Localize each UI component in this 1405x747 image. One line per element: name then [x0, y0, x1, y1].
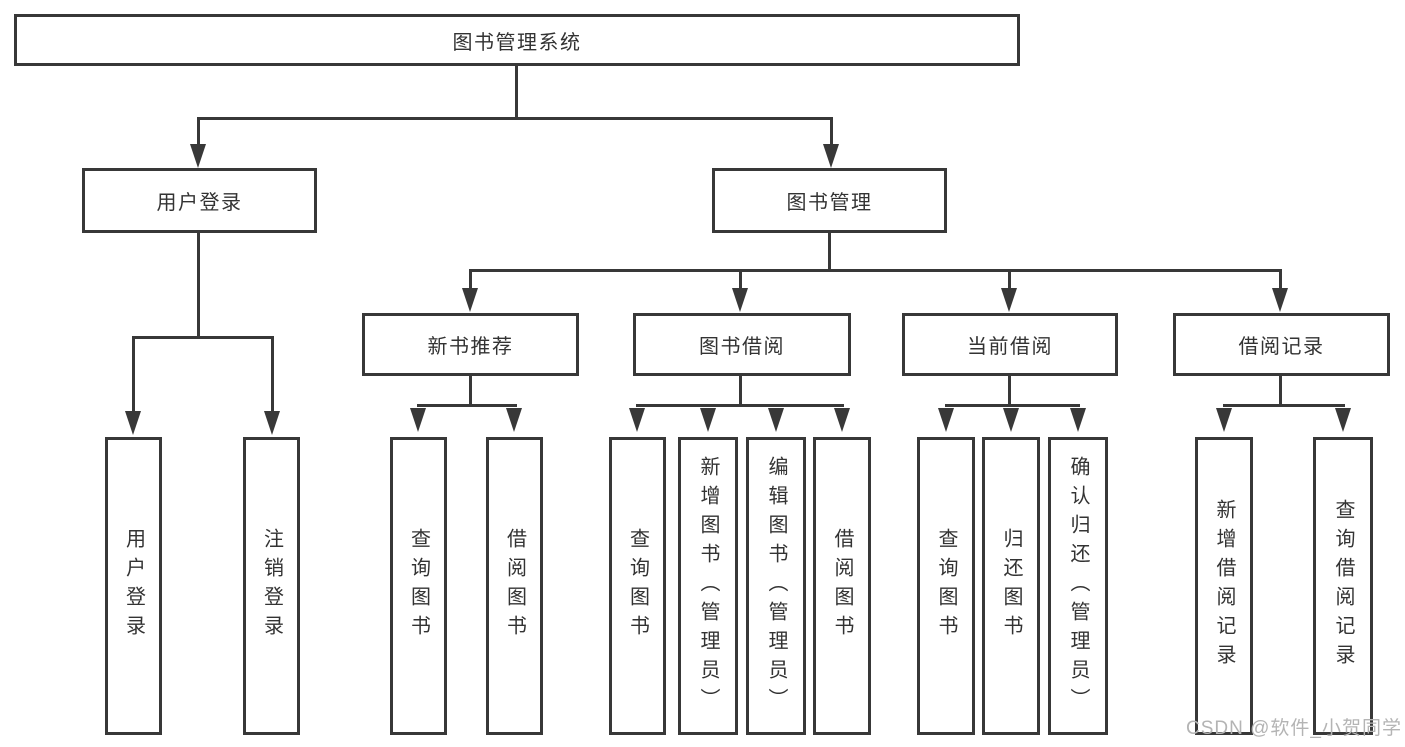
arrow-down-icon: [462, 288, 478, 312]
arrow-down-icon: [732, 288, 748, 312]
connector-stub: [132, 336, 135, 412]
connector-drop: [1008, 376, 1011, 406]
leaf-query-books-recommend: 查询图书: [390, 437, 447, 735]
connector-root-drop: [515, 66, 518, 120]
arrow-down-icon: [823, 144, 839, 168]
connector-stub: [1279, 269, 1282, 289]
node-label: 借阅图书: [503, 528, 526, 644]
node-label: 图书管理系统: [452, 31, 582, 54]
leaf-return-books: 归还图书: [982, 437, 1040, 735]
node-book-management: 图书管理: [712, 168, 947, 233]
arrow-down-icon: [1216, 408, 1232, 432]
node-borrowing-records: 借阅记录: [1173, 313, 1390, 376]
connector-stub: [271, 336, 274, 412]
node-label: 借阅记录: [1238, 336, 1325, 358]
connector-split: [1223, 404, 1345, 407]
connector-split: [945, 404, 1080, 407]
node-label: 用户登录: [122, 528, 145, 644]
arrow-down-icon: [506, 408, 522, 432]
arrow-down-icon: [1335, 408, 1351, 432]
connector-drop: [469, 376, 472, 406]
leaf-user-login: 用户登录: [105, 437, 162, 735]
node-label: 新增借阅记录: [1213, 499, 1235, 673]
arrow-down-icon: [938, 408, 954, 432]
connector-stub: [197, 117, 200, 145]
node-label: 注销登录: [260, 528, 283, 644]
node-label: 图书管理: [786, 192, 873, 214]
node-root: 图书管理系统: [14, 14, 1020, 66]
connector-book-mgmt-drop: [828, 233, 831, 272]
connector-split: [417, 404, 517, 407]
arrow-down-icon: [410, 408, 426, 432]
node-label: 查询图书: [935, 528, 957, 644]
connector-stub: [469, 269, 472, 289]
connector-stub: [830, 117, 833, 145]
leaf-query-borrow-record: 查询借阅记录: [1313, 437, 1373, 735]
node-label: 确认归还（管理员）: [1067, 455, 1089, 717]
connector-book-mgmt-split: [469, 269, 1282, 272]
node-label: 查询图书: [626, 528, 649, 644]
arrow-down-icon: [1272, 288, 1288, 312]
leaf-add-books-admin: 新增图书（管理员）: [678, 437, 738, 735]
leaf-add-borrow-record: 新增借阅记录: [1195, 437, 1253, 735]
node-current-borrowing: 当前借阅: [902, 313, 1118, 376]
leaf-confirm-return-admin: 确认归还（管理员）: [1048, 437, 1108, 735]
leaf-query-books-current: 查询图书: [917, 437, 975, 735]
arrow-down-icon: [1070, 408, 1086, 432]
node-label: 归还图书: [1000, 528, 1022, 644]
arrow-down-icon: [1001, 288, 1017, 312]
arrow-down-icon: [190, 144, 206, 168]
watermark: CSDN @软件_小贺同学: [1186, 718, 1402, 739]
leaf-borrow-books-recommend: 借阅图书: [486, 437, 543, 735]
connector-stub: [739, 269, 742, 289]
node-label: 编辑图书（管理员）: [765, 455, 787, 717]
node-label: 查询借阅记录: [1332, 499, 1354, 673]
connector-stub: [1008, 269, 1011, 289]
node-label: 用户登录: [156, 192, 243, 214]
arrow-down-icon: [629, 408, 645, 432]
leaf-edit-books-admin: 编辑图书（管理员）: [746, 437, 806, 735]
connector-drop: [1279, 376, 1282, 406]
connector-user-login-split: [132, 336, 274, 339]
arrow-down-icon: [834, 408, 850, 432]
leaf-borrow-books-borrowing: 借阅图书: [813, 437, 871, 735]
node-new-book-recommendation: 新书推荐: [362, 313, 579, 376]
arrow-down-icon: [768, 408, 784, 432]
arrow-down-icon: [700, 408, 716, 432]
node-user-login: 用户登录: [82, 168, 317, 233]
node-label: 图书借阅: [699, 336, 785, 358]
leaf-query-books-borrowing: 查询图书: [609, 437, 666, 735]
node-book-borrowing: 图书借阅: [633, 313, 851, 376]
connector-user-login-drop: [197, 233, 200, 339]
node-label: 新增图书（管理员）: [697, 455, 719, 717]
node-label: 当前借阅: [967, 336, 1053, 358]
connector-drop: [739, 376, 742, 406]
connector-root-split: [197, 117, 833, 120]
arrow-down-icon: [125, 411, 141, 435]
node-label: 借阅图书: [831, 528, 853, 644]
leaf-logout-login: 注销登录: [243, 437, 300, 735]
connector-split: [636, 404, 844, 407]
arrow-down-icon: [1003, 408, 1019, 432]
node-label: 新书推荐: [427, 336, 514, 358]
arrow-down-icon: [264, 411, 280, 435]
node-label: 查询图书: [407, 528, 430, 644]
